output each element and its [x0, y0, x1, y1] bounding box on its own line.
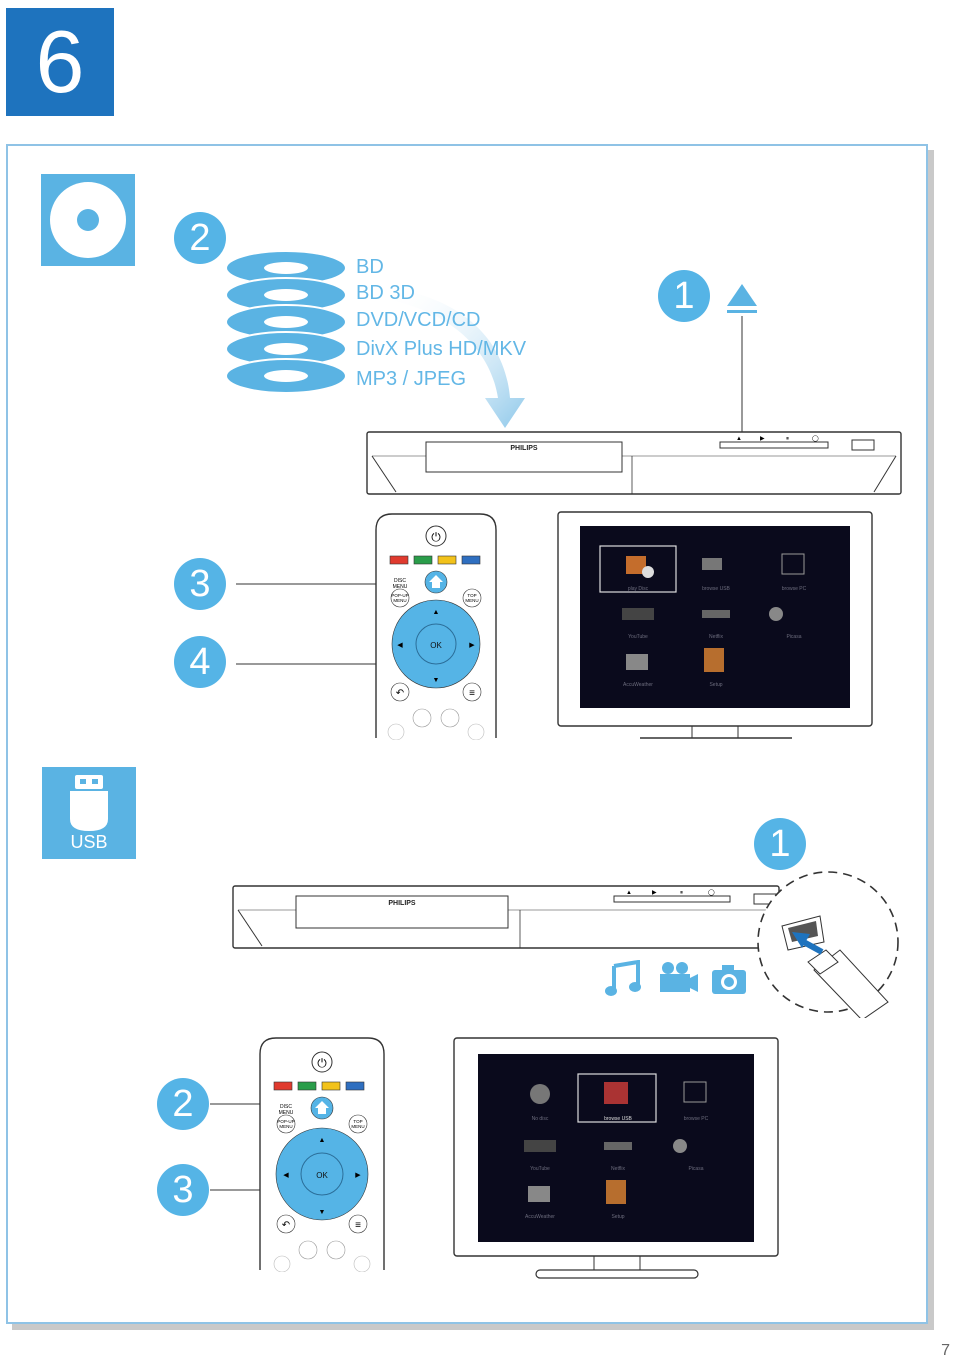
svg-text:▲: ▲ — [626, 890, 632, 896]
svg-text:▼: ▼ — [433, 677, 440, 684]
svg-text:▶: ▶ — [760, 436, 765, 442]
usb-section-icon — [42, 767, 136, 859]
tv2-item-4: Netflix — [611, 1166, 625, 1172]
step-navigate-disc: 4 — [174, 636, 226, 688]
svg-text:⏻: ⏻ — [431, 530, 441, 544]
section-badge — [6, 8, 114, 116]
step-connect-usb: 1 — [754, 818, 806, 870]
bluray-player-front: PHILIPS ▲ ▶ ⏸ ◯ — [366, 431, 902, 495]
usb-label: USB — [70, 832, 108, 852]
svg-text:DISC: DISC — [394, 578, 406, 584]
video-camera-icon — [660, 962, 698, 992]
svg-text:↶: ↶ — [282, 1220, 290, 1231]
svg-text:TOP: TOP — [353, 1119, 362, 1124]
svg-text:MENU: MENU — [393, 584, 408, 590]
tv1-item-4: Netflix — [709, 634, 723, 640]
eject-icon — [727, 284, 757, 438]
media-type-icons — [605, 960, 746, 996]
svg-text:▼: ▼ — [319, 1209, 326, 1216]
music-icon — [605, 960, 641, 996]
svg-text:≡: ≡ — [355, 1220, 361, 1231]
svg-text:MENU: MENU — [465, 598, 478, 603]
svg-text:≡: ≡ — [469, 688, 475, 699]
remote-control-usb: ⏻ DISC MENU POP-UP MENU TOP MENU OK ▲ ▼ … — [210, 1037, 385, 1272]
tv2-item-1: browse USB — [604, 1116, 632, 1122]
svg-text:▲: ▲ — [736, 436, 742, 442]
step-home-disc: 3 — [174, 558, 226, 610]
step-load-disc: 2 — [174, 212, 226, 264]
svg-text:POP-UP: POP-UP — [391, 593, 408, 598]
content-frame — [6, 144, 928, 1324]
svg-text:MENU: MENU — [279, 1124, 292, 1129]
tv2-item-0: No disc — [532, 1116, 549, 1122]
tv2-item-6: AccuWeather — [525, 1214, 555, 1220]
ok-label: OK — [430, 641, 442, 650]
player-brand-usb: PHILIPS — [388, 900, 416, 907]
tv2-item-5: Picasa — [688, 1166, 703, 1172]
svg-text:⏸: ⏸ — [680, 890, 683, 896]
svg-text:▶: ▶ — [469, 642, 475, 649]
tv2-item-7: Setup — [611, 1214, 624, 1220]
svg-text:◯: ◯ — [708, 889, 715, 896]
format-bd3d: BD 3D — [356, 282, 415, 304]
tv1-item-2: browse PC — [782, 586, 807, 592]
svg-text:TOP: TOP — [467, 593, 476, 598]
svg-text:▲: ▲ — [319, 1137, 326, 1144]
svg-text:MENU: MENU — [351, 1124, 364, 1129]
disc-section-icon — [41, 174, 135, 266]
format-dvd: DVD/VCD/CD — [356, 309, 481, 331]
format-bd: BD — [356, 256, 384, 278]
svg-text:◀: ◀ — [283, 1172, 289, 1179]
svg-text:⏻: ⏻ — [317, 1056, 327, 1070]
remote-control-disc: ⏻ DISC MENU POP-UP MENU TOP MENU OK ▲ ▼ … — [236, 513, 497, 740]
tv1-item-0: play Disc — [628, 586, 649, 592]
tv1-item-6: AccuWeather — [623, 682, 653, 688]
svg-text:MENU: MENU — [279, 1110, 294, 1116]
ok-label-usb: OK — [316, 1171, 328, 1180]
disc-icon — [50, 182, 126, 258]
svg-text:MENU: MENU — [393, 598, 406, 603]
svg-text:◀: ◀ — [397, 642, 403, 649]
player-brand: PHILIPS — [510, 445, 538, 452]
svg-text:▶: ▶ — [355, 1172, 361, 1179]
tv2-item-2: browse PC — [684, 1116, 709, 1122]
usb-stick-icon — [70, 775, 108, 831]
page-number: 7 — [941, 1342, 950, 1359]
svg-text:▶: ▶ — [652, 890, 657, 896]
format-divx: DivX Plus HD/MKV — [356, 338, 527, 360]
tv-home-menu-usb: No disc browse USB browse PC YouTube Net… — [453, 1037, 779, 1279]
format-mp3: MP3 / JPEG — [356, 368, 467, 390]
insert-arrow-illustration — [390, 288, 525, 428]
tv-home-menu-disc: play Disc browse USB browse PC YouTube N… — [557, 511, 873, 739]
step-eject: 1 — [658, 270, 710, 322]
usb-insert-closeup — [757, 871, 899, 1018]
tv1-item-7: Setup — [709, 682, 722, 688]
tv2-item-3: YouTube — [530, 1166, 550, 1172]
step-home-usb: 2 — [157, 1078, 209, 1130]
section-number: 6 — [35, 12, 85, 111]
tv1-item-3: YouTube — [628, 634, 648, 640]
bluray-player-front-usb: PHILIPS ▲ ▶ ⏸ ◯ — [232, 885, 780, 949]
tv1-item-5: Picasa — [786, 634, 801, 640]
step-navigate-usb: 3 — [157, 1164, 209, 1216]
svg-text:DISC: DISC — [280, 1104, 292, 1110]
svg-text:◯: ◯ — [812, 435, 819, 442]
svg-text:↶: ↶ — [396, 688, 404, 699]
svg-text:⏸: ⏸ — [786, 436, 789, 442]
tv1-item-1: browse USB — [702, 586, 730, 592]
camera-icon — [712, 965, 746, 994]
disc-stack-illustration — [225, 250, 347, 394]
svg-text:POP-UP: POP-UP — [277, 1119, 294, 1124]
svg-text:▲: ▲ — [433, 609, 440, 616]
